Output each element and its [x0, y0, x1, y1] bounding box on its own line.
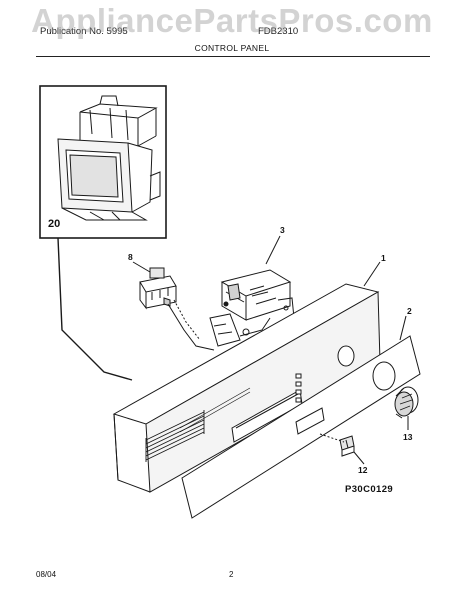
section-title: CONTROL PANEL	[194, 43, 270, 53]
button-guide-line	[319, 433, 345, 443]
control-board-part-3-drawing	[209, 269, 295, 347]
switch-part-8-drawing	[139, 267, 177, 310]
callout-2: 2	[407, 306, 412, 316]
callout-3: 3	[280, 225, 285, 235]
inset-leader-line	[57, 237, 133, 381]
callout-1: 1	[381, 253, 386, 263]
callout-20: 20	[48, 218, 61, 230]
overlay-part-2-drawing	[181, 335, 421, 519]
footer-date: 08/04	[36, 570, 57, 579]
publication-number: Publication No. 5995	[40, 26, 128, 37]
detergent-dispenser-drawing	[57, 95, 161, 221]
knob-part-13-drawing	[394, 386, 419, 419]
callout-8: 8	[128, 252, 133, 262]
callout-13: 13	[403, 432, 413, 442]
leader-3	[265, 235, 281, 265]
diagram-code: P30C0129	[345, 484, 394, 495]
button-part-12-drawing	[339, 435, 355, 457]
watermark-text: AppliancePartsPros.com	[31, 2, 433, 39]
leader-2	[399, 315, 407, 341]
leader-12	[353, 451, 365, 465]
callout-12: 12	[358, 465, 368, 475]
wire-part-8	[167, 303, 215, 351]
leader-8	[132, 261, 151, 273]
model-number: FDB2310	[258, 26, 299, 37]
inset-frame	[39, 85, 167, 239]
header-rule	[36, 56, 430, 57]
footer-page-number: 2	[229, 570, 234, 579]
leader-1	[363, 261, 381, 287]
